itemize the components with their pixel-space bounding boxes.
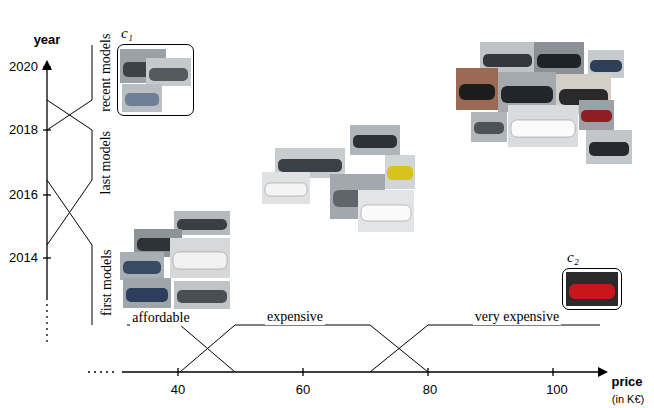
illustration-part [471, 112, 507, 142]
price-fuzzy-sets [127, 325, 600, 372]
illustration-part [534, 42, 584, 76]
illustration-part [177, 219, 227, 230]
illustration-part [126, 288, 168, 302]
fuzzy-set-label: very expensive [473, 309, 561, 324]
illustration-part [370, 325, 600, 372]
tick-label: 2016 [9, 188, 38, 202]
fuzzy-set-label: affordable [130, 310, 191, 325]
axis-title: price [611, 375, 642, 389]
illustration-part [88, 371, 118, 372]
car-photos-c1 [120, 49, 191, 112]
year-axis [43, 62, 51, 346]
illustration-part [586, 130, 632, 164]
tick-label: 2014 [9, 251, 38, 265]
illustration-part [125, 93, 159, 106]
car-photos-first [120, 211, 230, 309]
price-axis [88, 368, 606, 376]
illustration-part [173, 252, 227, 269]
illustration-part [170, 238, 230, 278]
illustration-part [265, 183, 307, 196]
illustration-part [590, 60, 622, 72]
photo-group-box: c₁ [117, 44, 194, 116]
illustration-part [385, 155, 415, 189]
fuzzy-set-label: recent models [98, 34, 113, 112]
illustration-part [566, 272, 618, 306]
axis-unit: (in K€) [612, 393, 644, 405]
illustration-part [174, 211, 230, 235]
year-fuzzy-sets [47, 45, 92, 325]
illustration-part [474, 122, 504, 134]
illustration-part [552, 368, 553, 376]
illustration-part [353, 135, 397, 148]
illustration-part [508, 105, 578, 147]
illustration-part [43, 194, 51, 195]
illustration-part [46, 304, 47, 346]
illustration-part [456, 68, 498, 110]
tick-label: 60 [296, 383, 310, 397]
illustration-part [358, 190, 414, 232]
cluster-label: c₁ [121, 25, 133, 42]
illustration-part [127, 325, 235, 372]
tick-label: 2020 [9, 60, 38, 74]
illustration-part [180, 325, 428, 372]
tick-label: 40 [171, 383, 185, 397]
illustration-part [47, 180, 92, 325]
illustration-part [361, 205, 411, 221]
fuzzy-set-label: expensive [265, 309, 325, 324]
illustration-part [459, 84, 495, 100]
axis-title: year [34, 33, 61, 47]
illustration-part [588, 50, 624, 78]
illustration-part [387, 166, 413, 180]
illustration-part [501, 86, 553, 103]
illustration-part [278, 159, 342, 172]
tick-label: 100 [546, 383, 568, 397]
illustration-part [302, 368, 303, 376]
illustration-part [123, 278, 171, 308]
illustration-part [177, 290, 227, 303]
illustration-part [174, 281, 230, 309]
fuzzy-set-label: last models [98, 131, 113, 194]
tick-label: 2018 [9, 123, 38, 137]
illustration-part [120, 252, 164, 280]
car-photos-middle [262, 125, 415, 232]
illustration-part [581, 110, 612, 122]
illustration-part [579, 100, 614, 130]
illustration-part [47, 100, 92, 245]
illustration-part [122, 84, 162, 112]
illustration-part [122, 371, 606, 372]
cluster-label: c₂ [567, 249, 579, 266]
illustration-part [177, 368, 178, 376]
car-photos-recent [456, 42, 632, 164]
illustration-part [47, 45, 92, 130]
fuzzy-set-label: first models [98, 250, 113, 317]
illustration-part [123, 261, 161, 274]
illustration-part [262, 172, 310, 204]
car-photo-c2 [566, 272, 618, 306]
photo-group-box: c₂ [562, 268, 622, 310]
tick-label: 80 [423, 383, 437, 397]
illustration-part [589, 142, 629, 156]
illustration-part [146, 58, 191, 86]
illustration-part [43, 257, 51, 258]
illustration-part [537, 54, 581, 68]
illustration-part [149, 68, 188, 81]
illustration-part [511, 120, 575, 137]
illustration-part [43, 66, 51, 67]
illustration-part [569, 284, 615, 299]
illustration-part [483, 54, 532, 67]
illustration-part [350, 125, 400, 155]
